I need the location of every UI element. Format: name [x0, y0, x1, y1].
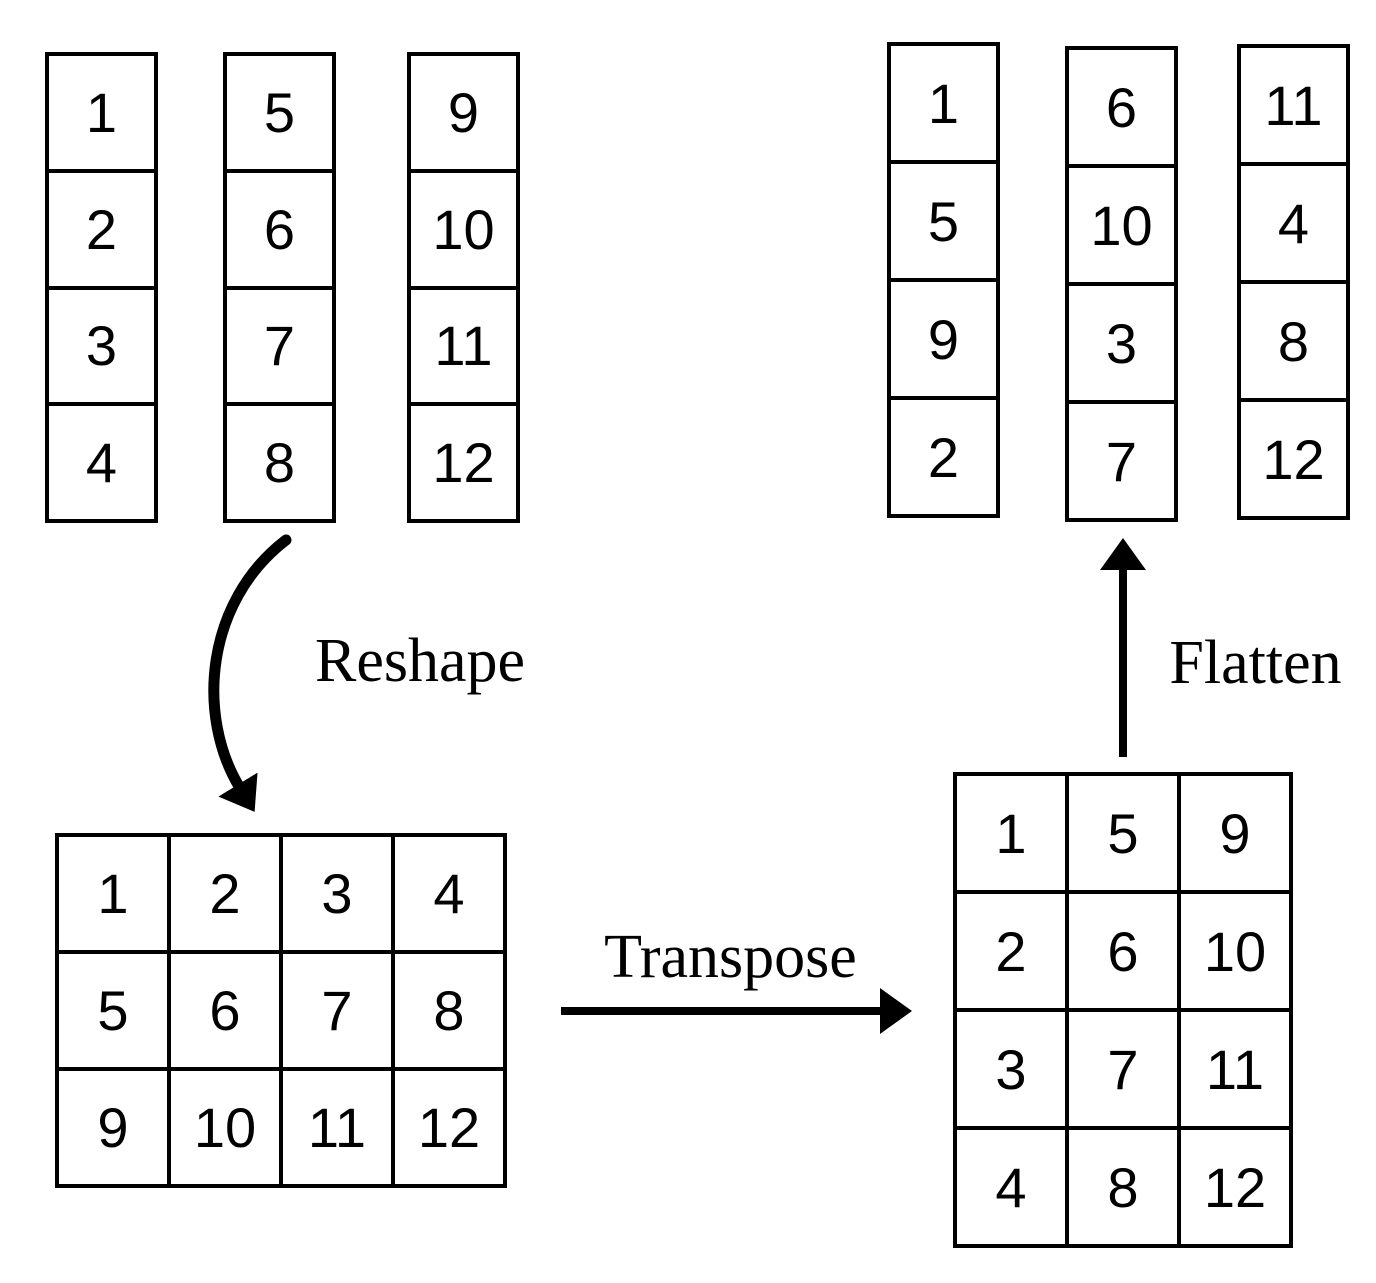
matrix-cell: 5 [227, 56, 332, 169]
matrix-cell: 11 [411, 289, 516, 403]
matrix-cell: 4 [395, 837, 503, 950]
matrix-cell: 8 [1069, 1130, 1177, 1244]
top-right-column-2: 6 10 3 7 [1065, 46, 1178, 522]
matrix-cell: 10 [1069, 168, 1174, 282]
top-left-column-2: 5 6 7 8 [223, 52, 336, 523]
top-left-column-3: 9 10 11 12 [407, 52, 520, 523]
matrix-cell: 5 [59, 954, 167, 1067]
matrix-cell: 10 [1181, 894, 1289, 1008]
matrix-cell: 8 [395, 954, 503, 1067]
matrix-cell: 1 [957, 776, 1065, 890]
matrix-cell: 6 [1069, 894, 1177, 1008]
matrix-cell: 1 [59, 837, 167, 950]
matrix-cell: 5 [891, 164, 996, 278]
top-right-column-1: 1 5 9 2 [887, 42, 1000, 518]
matrix-cell: 10 [171, 1071, 279, 1184]
reshape-label: Reshape [314, 627, 526, 695]
matrix-cell: 4 [957, 1130, 1065, 1244]
matrix-cell: 10 [411, 172, 516, 286]
matrix-cell: 12 [395, 1071, 503, 1184]
reshaped-matrix: 1 2 3 4 5 6 7 8 9 10 11 12 [55, 833, 507, 1188]
matrix-cell: 9 [1181, 776, 1289, 890]
matrix-cell: 8 [1241, 284, 1346, 398]
matrix-cell: 4 [1241, 166, 1346, 280]
matrix-cell: 3 [1069, 286, 1174, 400]
matrix-cell: 1 [891, 46, 996, 160]
matrix-cell: 7 [1069, 404, 1174, 518]
reshape-curved-arrow-icon [208, 534, 292, 812]
matrix-cell: 2 [49, 172, 154, 286]
matrix-cell: 3 [49, 289, 154, 403]
transposed-matrix: 1 5 9 2 6 10 3 7 11 4 8 12 [953, 772, 1293, 1248]
matrix-cell: 12 [411, 406, 516, 519]
matrix-cell: 7 [227, 289, 332, 403]
matrix-cell: 3 [957, 1012, 1065, 1126]
transpose-label: Transpose [604, 923, 857, 991]
matrix-cell: 2 [171, 837, 279, 950]
matrix-cell: 12 [1181, 1130, 1289, 1244]
top-right-column-3: 11 4 8 12 [1237, 44, 1350, 520]
matrix-cell: 11 [1241, 48, 1346, 162]
flatten-label: Flatten [1169, 629, 1342, 697]
matrix-cell: 9 [891, 282, 996, 396]
matrix-cell: 8 [227, 406, 332, 519]
matrix-cell: 3 [283, 837, 391, 950]
matrix-cell: 11 [1181, 1012, 1289, 1126]
matrix-cell: 2 [957, 894, 1065, 1008]
matrix-cell: 9 [59, 1071, 167, 1184]
matrix-cell: 1 [49, 56, 154, 169]
matrix-cell: 11 [283, 1071, 391, 1184]
matrix-cell: 2 [891, 400, 996, 514]
top-left-column-1: 1 2 3 4 [45, 52, 158, 523]
matrix-cell: 6 [171, 954, 279, 1067]
matrix-cell: 4 [49, 406, 154, 519]
matrix-cell: 6 [227, 172, 332, 286]
matrix-cell: 7 [283, 954, 391, 1067]
matrix-cell: 6 [1069, 50, 1174, 164]
matrix-cell: 9 [411, 56, 516, 169]
matrix-cell: 5 [1069, 776, 1177, 890]
matrix-cell: 7 [1069, 1012, 1177, 1126]
matrix-cell: 12 [1241, 402, 1346, 516]
